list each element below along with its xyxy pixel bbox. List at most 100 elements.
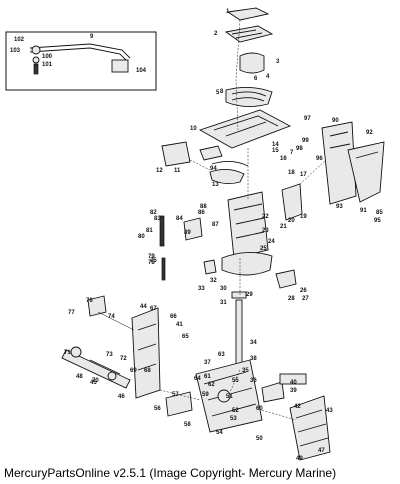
label-65: 65 bbox=[182, 334, 189, 340]
label-69: 69 bbox=[130, 368, 137, 374]
label-47: 47 bbox=[318, 448, 325, 454]
label-42: 42 bbox=[294, 404, 301, 410]
label-94: 94 bbox=[210, 166, 217, 172]
label-63: 63 bbox=[218, 352, 225, 358]
label-19: 19 bbox=[300, 214, 307, 220]
label-35: 35 bbox=[242, 368, 249, 374]
label-84: 84 bbox=[176, 216, 183, 222]
swivel-housing bbox=[183, 161, 297, 289]
label-5: 5 bbox=[216, 90, 220, 96]
label-21: 21 bbox=[280, 224, 287, 230]
label-31: 31 bbox=[220, 300, 227, 306]
inset-detail bbox=[5, 31, 157, 91]
label-44: 44 bbox=[140, 304, 147, 310]
label-81: 81 bbox=[146, 228, 153, 234]
label-33: 33 bbox=[198, 286, 205, 292]
label-8: 8 bbox=[220, 89, 224, 95]
label-36: 36 bbox=[250, 378, 257, 384]
upper-mount-stack bbox=[161, 7, 292, 167]
label-74: 74 bbox=[108, 314, 115, 320]
label-2: 2 bbox=[214, 31, 218, 37]
label-22: 22 bbox=[262, 214, 269, 220]
label-90: 90 bbox=[332, 118, 339, 124]
label-48: 48 bbox=[76, 374, 83, 380]
label-39: 39 bbox=[290, 388, 297, 394]
label-78: 78 bbox=[148, 260, 155, 266]
label-45: 45 bbox=[90, 380, 97, 386]
label-70: 70 bbox=[92, 378, 99, 384]
label-34: 34 bbox=[250, 340, 257, 346]
label-104: 104 bbox=[136, 68, 147, 74]
leader-lines bbox=[159, 19, 327, 421]
label-77: 77 bbox=[68, 310, 75, 316]
label-55: 55 bbox=[232, 378, 239, 384]
label-86: 86 bbox=[198, 210, 205, 216]
label-96: 96 bbox=[316, 156, 323, 162]
label-79: 79 bbox=[148, 254, 155, 260]
label-99: 99 bbox=[302, 138, 309, 144]
label-54: 54 bbox=[216, 430, 223, 436]
label-10: 10 bbox=[190, 126, 197, 132]
left-clamp-bracket bbox=[61, 295, 161, 399]
label-23: 23 bbox=[262, 228, 269, 234]
side-plates bbox=[281, 121, 385, 221]
copyright-caption: MercuryPartsOnline v2.5.1 (Image Copyrig… bbox=[4, 466, 337, 480]
label-87: 87 bbox=[212, 222, 219, 228]
label-53: 53 bbox=[230, 416, 237, 422]
label-93: 93 bbox=[336, 204, 343, 210]
label-88: 88 bbox=[200, 204, 207, 210]
label-16: 16 bbox=[280, 156, 287, 162]
label-64: 64 bbox=[194, 376, 201, 382]
label-59: 59 bbox=[202, 392, 209, 398]
label-26: 26 bbox=[300, 288, 307, 294]
label-91: 91 bbox=[360, 208, 367, 214]
label-50: 50 bbox=[256, 436, 263, 442]
label-17: 17 bbox=[300, 172, 307, 178]
label-15: 15 bbox=[272, 148, 279, 154]
label-46: 46 bbox=[118, 394, 125, 400]
label-68: 68 bbox=[144, 368, 151, 374]
label-56: 56 bbox=[154, 406, 161, 412]
label-103: 103 bbox=[10, 48, 21, 54]
label-11: 11 bbox=[174, 168, 181, 174]
label-97: 97 bbox=[304, 116, 311, 122]
label-75: 75 bbox=[150, 258, 157, 264]
label-14: 14 bbox=[272, 142, 279, 148]
label-43: 43 bbox=[326, 408, 333, 414]
label-25: 25 bbox=[260, 246, 267, 252]
label-27: 27 bbox=[302, 296, 309, 302]
label-82: 82 bbox=[150, 210, 157, 216]
label-80: 80 bbox=[138, 234, 145, 240]
label-20: 20 bbox=[288, 218, 295, 224]
label-32: 32 bbox=[210, 278, 217, 284]
label-73: 73 bbox=[106, 352, 113, 358]
lower-swivel bbox=[165, 359, 263, 433]
label-3: 3 bbox=[276, 59, 280, 65]
label-29: 29 bbox=[246, 292, 253, 298]
label-89: 89 bbox=[184, 230, 191, 236]
label-37: 37 bbox=[204, 360, 211, 366]
label-12: 12 bbox=[156, 168, 163, 174]
label-72: 72 bbox=[120, 356, 127, 362]
label-57: 57 bbox=[172, 392, 179, 398]
label-67: 67 bbox=[150, 306, 157, 312]
label-101: 101 bbox=[42, 62, 53, 68]
label-18: 18 bbox=[288, 170, 295, 176]
label-1: 1 bbox=[226, 9, 230, 15]
label-49: 49 bbox=[296, 456, 303, 462]
label-9: 9 bbox=[90, 34, 94, 40]
label-76: 76 bbox=[86, 298, 93, 304]
label-102: 102 bbox=[14, 37, 25, 43]
label-71: 71 bbox=[64, 350, 71, 356]
label-92: 92 bbox=[366, 130, 373, 136]
label-98: 98 bbox=[296, 146, 303, 152]
right-clamp-bracket bbox=[261, 373, 331, 461]
label-40: 40 bbox=[290, 380, 297, 386]
callout-labels: 1 2 3 4 5 6 7 8 9 10 11 12 13 14 15 16 1… bbox=[10, 9, 383, 462]
label-41: 41 bbox=[176, 322, 183, 328]
exploded-parts-diagram: 1 2 3 4 5 6 7 8 9 10 11 12 13 14 15 16 1… bbox=[5, 7, 385, 462]
label-60: 60 bbox=[256, 406, 263, 412]
label-66: 66 bbox=[170, 314, 177, 320]
label-4: 4 bbox=[266, 74, 270, 80]
